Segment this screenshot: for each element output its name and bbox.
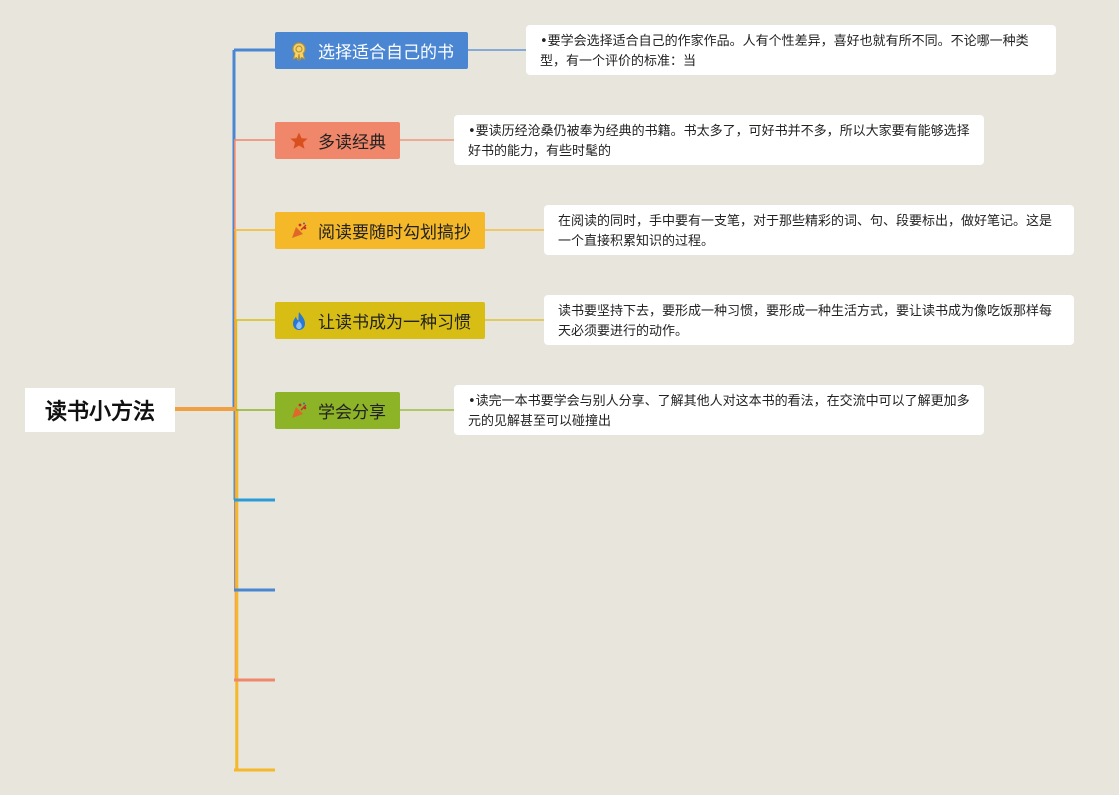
party-popper-icon xyxy=(289,401,309,421)
root-topic[interactable]: 读书小方法 xyxy=(25,388,175,432)
note-make-reading-habit[interactable]: 读书要坚持下去，要形成一种习惯，要形成一种生活方式，要让读书成为像吃饭那样每天必… xyxy=(544,295,1074,345)
branch-choose-suitable-book[interactable]: 选择适合自己的书 xyxy=(275,32,468,69)
branch-label: 阅读要随时勾划搞抄 xyxy=(318,223,471,243)
branch-read-classics[interactable]: 多读经典 xyxy=(275,122,400,159)
note-text: •要读历经沧桑仍被奉为经典的书籍。书太多了，可好书并不多，所以大家要有能够选择好… xyxy=(468,124,970,159)
flame-icon xyxy=(289,311,309,331)
branch-label: 多读经典 xyxy=(318,133,386,153)
award-ribbon-icon xyxy=(289,41,309,61)
branch-annotate-while-reading[interactable]: 阅读要随时勾划搞抄 xyxy=(275,212,485,249)
party-popper-icon xyxy=(289,221,309,241)
note-text: •读完一本书要学会与别人分享、了解其他人对这本书的看法，在交流中可以了解更加多元… xyxy=(468,394,970,429)
branch-learn-to-share[interactable]: 学会分享 xyxy=(275,392,400,429)
note-annotate-while-reading[interactable]: 在阅读的同时，手中要有一支笔，对于那些精彩的词、句、段要标出，做好笔记。这是一个… xyxy=(544,205,1074,255)
note-text: 在阅读的同时，手中要有一支笔，对于那些精彩的词、句、段要标出，做好笔记。这是一个… xyxy=(558,214,1053,249)
star-icon xyxy=(289,131,309,151)
note-read-classics[interactable]: •要读历经沧桑仍被奉为经典的书籍。书太多了，可好书并不多，所以大家要有能够选择好… xyxy=(454,115,984,165)
branch-label: 选择适合自己的书 xyxy=(318,43,454,63)
note-text: •要学会选择适合自己的作家作品。人有个性差异，喜好也就有所不同。不论哪一种类型，… xyxy=(540,34,1029,69)
note-text: 读书要坚持下去，要形成一种习惯，要形成一种生活方式，要让读书成为像吃饭那样每天必… xyxy=(558,304,1053,339)
root-topic-label: 读书小方法 xyxy=(44,400,155,425)
note-choose-suitable-book[interactable]: •要学会选择适合自己的作家作品。人有个性差异，喜好也就有所不同。不论哪一种类型，… xyxy=(526,25,1056,75)
branch-label: 学会分享 xyxy=(318,403,386,423)
branch-label: 让读书成为一种习惯 xyxy=(318,313,471,333)
branch-make-reading-habit[interactable]: 让读书成为一种习惯 xyxy=(275,302,485,339)
note-learn-to-share[interactable]: •读完一本书要学会与别人分享、了解其他人对这本书的看法，在交流中可以了解更加多元… xyxy=(454,385,984,435)
